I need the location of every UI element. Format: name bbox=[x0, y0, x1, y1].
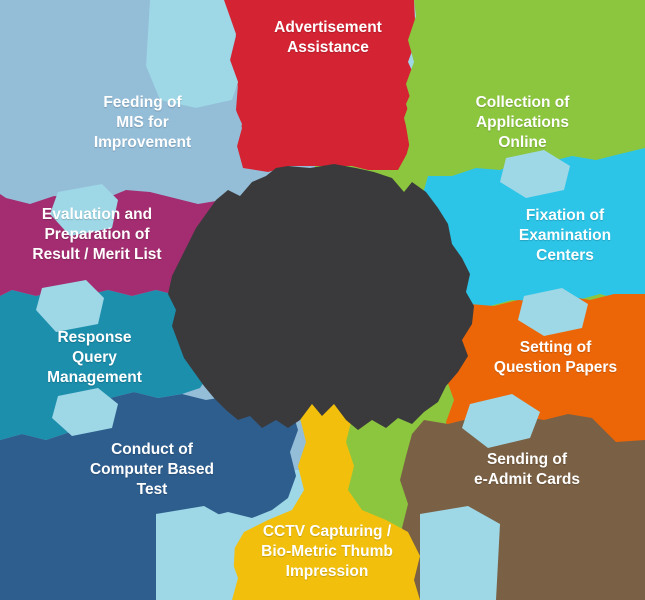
connector-hex-top-left bbox=[146, 0, 238, 108]
connector-hex-right-middle bbox=[518, 288, 588, 336]
connector-hex-left-upper bbox=[50, 184, 118, 236]
segment-cctv-biometric[interactable] bbox=[230, 396, 420, 600]
segment-fixation-of-exam-centers[interactable] bbox=[424, 148, 645, 308]
connector-hex-right-lower bbox=[462, 394, 540, 448]
connector-hex-bottom-center bbox=[156, 506, 236, 600]
connector-hex-bottom-right bbox=[420, 506, 500, 600]
segment-conduct-of-cbt[interactable] bbox=[0, 392, 298, 600]
connector-hex-left-lower bbox=[52, 388, 118, 436]
segment-advertisement-assistance[interactable] bbox=[221, 0, 419, 172]
center-dark-blob bbox=[168, 164, 474, 430]
segment-feeding-of-mis[interactable] bbox=[0, 0, 243, 210]
connector-hex-left-middle bbox=[36, 280, 104, 332]
connector-hex-right-upper bbox=[500, 150, 570, 198]
segment-collection-of-applications-body[interactable] bbox=[404, 0, 645, 178]
